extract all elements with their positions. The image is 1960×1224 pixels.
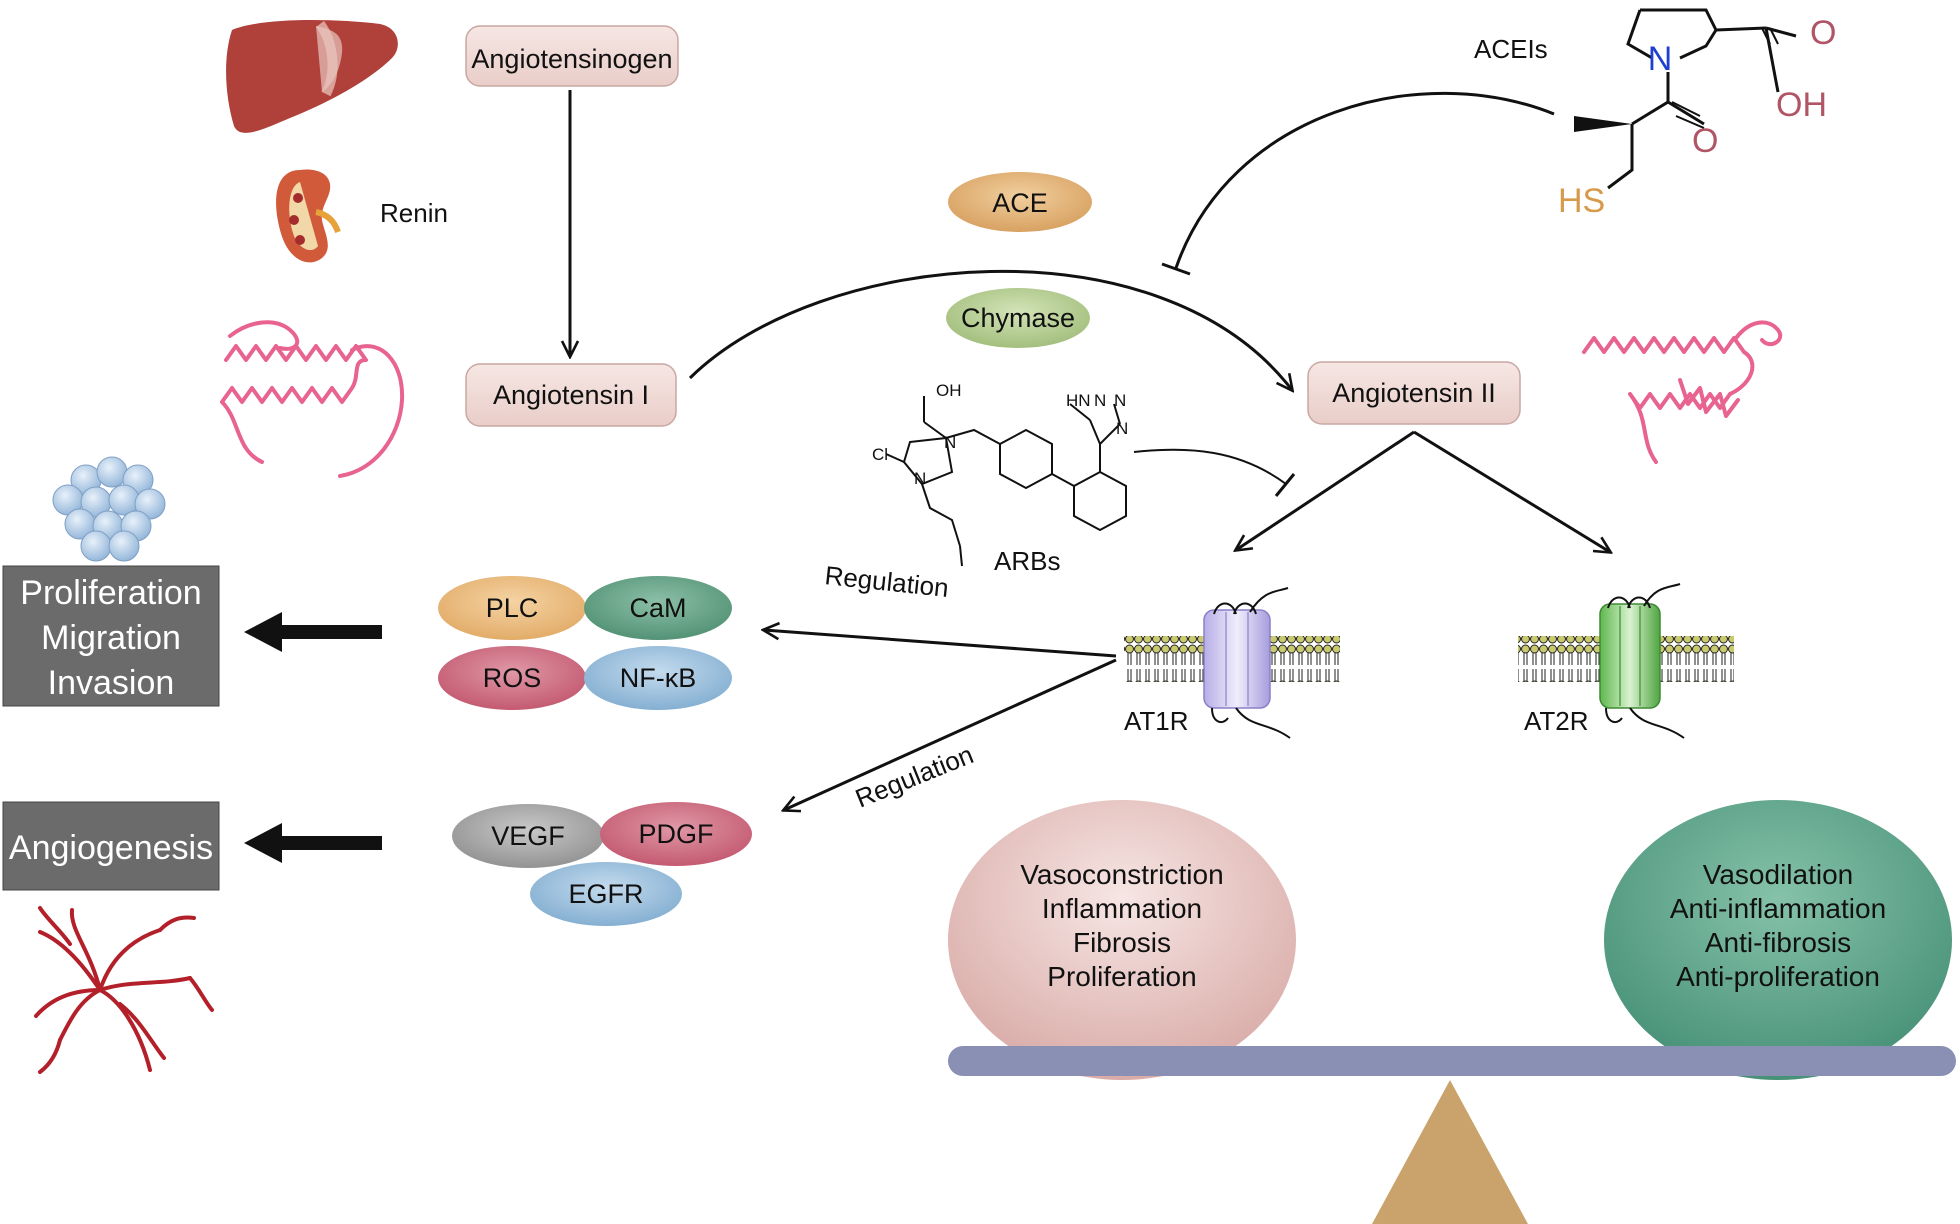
- ace-label: ACE: [992, 188, 1048, 218]
- outcome-angiogenesis: Angiogenesis: [9, 829, 213, 867]
- kidney-icon: [276, 169, 341, 263]
- losartan-atom-n2: N: [914, 469, 926, 488]
- outcome-migration: Migration: [41, 619, 181, 657]
- aceis-label: ACEIs: [1474, 34, 1548, 64]
- proliferation-migration-invasion-box: Proliferation Migration Invasion: [2, 565, 220, 707]
- at1r-effect-3: Fibrosis: [1073, 927, 1171, 958]
- signaling-to-proliferation-arrow: [244, 612, 382, 652]
- at1r-membrane-icon: [1124, 587, 1340, 739]
- outcome-invasion: Invasion: [48, 664, 175, 702]
- angiotensin1-to-angiotensin2-arrow: [688, 270, 1292, 390]
- losartan-atom-oh: OH: [936, 381, 962, 400]
- at2r-label: AT2R: [1524, 706, 1589, 736]
- losartan-atom-hn: HN: [1066, 391, 1091, 410]
- angiotensin2-to-at1r-arrow: [1236, 430, 1415, 550]
- vegf-label: VEGF: [491, 821, 565, 851]
- at1r-effect-1: Vasoconstriction: [1020, 859, 1223, 890]
- acei-inhibition-line: [1174, 91, 1555, 269]
- cam-label: CaM: [629, 593, 686, 623]
- angiotensinogen-label: Angiotensinogen: [471, 44, 672, 74]
- losartan-structure: [885, 396, 1287, 567]
- captopril-atom-n: N: [1648, 40, 1673, 78]
- pdgf-molecule: PDGF: [600, 802, 752, 866]
- angiotensin2-label: Angiotensin II: [1332, 378, 1496, 408]
- cell-cluster-icon: [52, 456, 166, 562]
- ace-enzyme: ACE: [948, 172, 1092, 232]
- losartan-atom-n4: N: [1114, 391, 1126, 410]
- cam-molecule: CaM: [584, 576, 732, 640]
- liver-icon: [226, 20, 398, 133]
- at1r-to-growth-factors-arrow: [784, 658, 1117, 810]
- at2r-effect-4: Anti-proliferation: [1676, 961, 1880, 992]
- at2r-membrane-icon: [1518, 583, 1734, 739]
- at1r-effect-2: Inflammation: [1042, 893, 1202, 924]
- captopril-atom-o1: O: [1810, 14, 1836, 52]
- protein-icon: [220, 320, 1782, 478]
- acei-inhibition-bar: [1161, 262, 1191, 276]
- blood-vessel-icon: [34, 906, 214, 1074]
- ros-molecule: ROS: [438, 646, 586, 710]
- angiotensin2-to-at2r-arrow: [1413, 430, 1610, 552]
- at2r-effect-1: Vasodilation: [1703, 859, 1853, 890]
- losartan-atom-n3: N: [1094, 391, 1106, 410]
- angiotensin2-node: Angiotensin II: [1307, 361, 1521, 425]
- ros-label: ROS: [483, 663, 542, 693]
- balance-scale-icon: [948, 1046, 1956, 1224]
- plc-molecule: PLC: [438, 576, 586, 640]
- arbs-label: ARBs: [994, 546, 1060, 576]
- angiotensinogen-node: Angiotensinogen: [465, 25, 679, 87]
- angiotensin1-node: Angiotensin I: [465, 363, 677, 427]
- egfr-molecule: EGFR: [530, 862, 682, 926]
- at1r-to-signaling-arrow: [764, 630, 1117, 658]
- captopril-structure: [1574, 8, 1797, 190]
- at2r-effects-ellipse: Vasodilation Anti-inflammation Anti-fibr…: [1604, 800, 1952, 1080]
- captopril-atom-oh: OH: [1776, 86, 1827, 124]
- losartan-atom-n1: N: [944, 433, 956, 452]
- captopril-atom-o2: O: [1692, 122, 1718, 160]
- egfr-label: EGFR: [568, 879, 643, 909]
- regulation-label-1: Regulation: [823, 560, 950, 603]
- angiogenesis-box: Angiogenesis: [2, 801, 220, 891]
- nfkb-label: NF-κB: [620, 663, 697, 693]
- captopril-atom-hs: HS: [1558, 182, 1605, 220]
- growth-factors-to-angiogenesis-arrow: [244, 823, 382, 863]
- arb-inhibition-bar: [1274, 473, 1296, 497]
- outcome-proliferation: Proliferation: [20, 574, 201, 612]
- at1r-effect-4: Proliferation: [1047, 961, 1196, 992]
- vegf-molecule: VEGF: [452, 804, 604, 868]
- losartan-atom-cl: Cl: [872, 445, 888, 464]
- chymase-enzyme: Chymase: [946, 288, 1090, 348]
- at1r-effects-ellipse: Vasoconstriction Inflammation Fibrosis P…: [948, 800, 1296, 1080]
- at2r-effect-3: Anti-fibrosis: [1705, 927, 1851, 958]
- at1r-label: AT1R: [1124, 706, 1189, 736]
- chymase-label: Chymase: [961, 303, 1075, 333]
- renin-label: Renin: [380, 198, 448, 228]
- plc-label: PLC: [486, 593, 539, 623]
- losartan-atom-n5: N: [1116, 419, 1128, 438]
- at2r-effect-2: Anti-inflammation: [1670, 893, 1886, 924]
- nfkb-molecule: NF-κB: [584, 646, 732, 710]
- angiotensin1-label: Angiotensin I: [493, 380, 649, 410]
- pdgf-label: PDGF: [638, 819, 713, 849]
